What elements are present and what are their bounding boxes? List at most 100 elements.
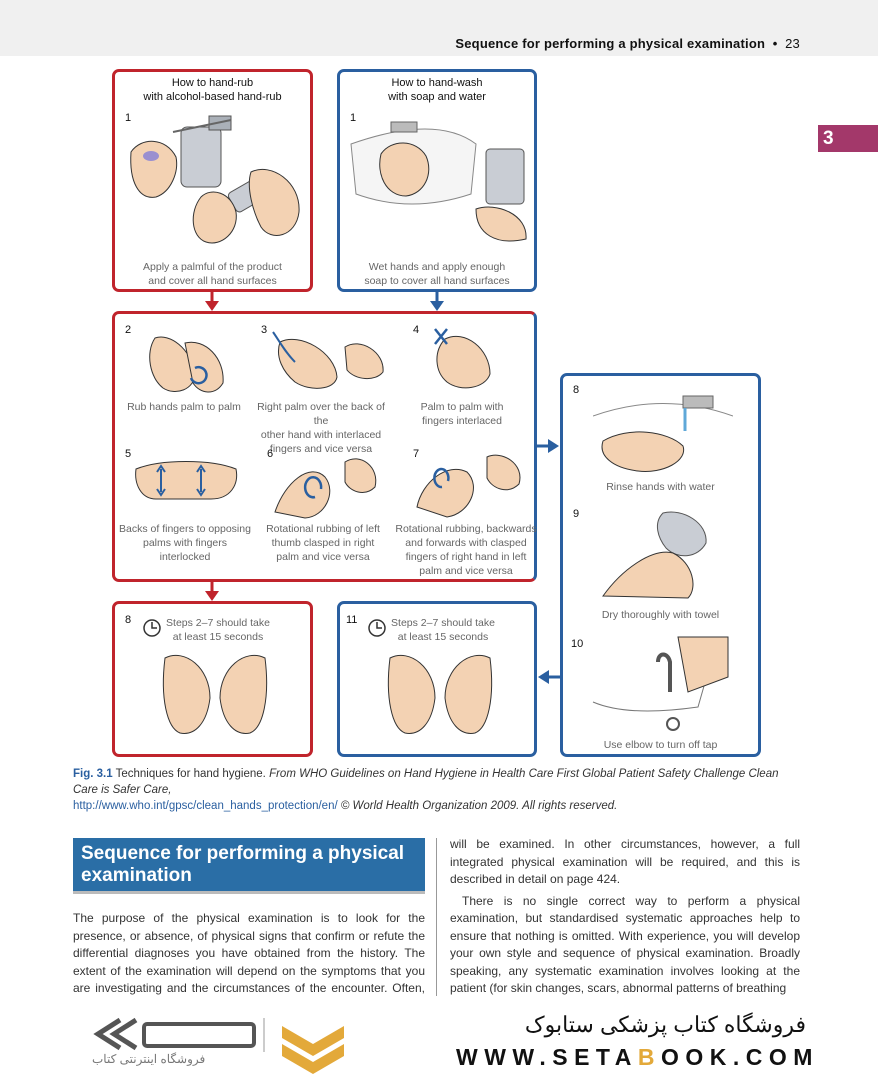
blue-left-arrow [538,670,561,684]
clock-icon [143,619,161,637]
handrub-box: How to hand-rub with alcohol-based hand-… [112,69,313,292]
store-logo-mark [282,1026,344,1074]
step-number: 10 [571,638,584,650]
step-caption: Steps 2–7 should take at least 15 second… [159,616,277,644]
handwash-title: How to hand-wash with soap and water [340,76,534,104]
figure-source: From WHO Guidelines on Hand Hygiene in H… [73,768,779,796]
blue-down-arrow [430,292,444,311]
step-caption: Use elbow to turn off tap [563,738,758,752]
rinse-illustration [593,395,733,472]
caption-line: Rotational rubbing of left [266,523,380,535]
caption-line: Rinse hands with water [606,481,715,493]
caption-line: fingers of right hand in left [405,551,527,563]
running-title: Sequence for performing a physical exami… [455,36,766,51]
step-caption: Right palm over the back of the other ha… [251,400,391,456]
handwash-title-line1: How to hand-wash [391,77,483,89]
step-caption: Rub hands palm to palm [121,400,247,414]
finish-rub-box: 8 Steps 2–7 should take at least 15 seco… [112,601,313,757]
handrub-title-line2: with alcohol-based hand-rub [143,91,282,103]
step-6-illustration [274,458,377,519]
step-caption: Apply a palmful of the product and cover… [115,260,310,288]
handrub-illustration [130,115,300,244]
step-caption: Rotational rubbing, backwards and forwar… [395,522,537,578]
caption-line: Steps 2–7 should take [391,617,495,629]
column-divider [436,838,437,998]
chapter-tab: 3 [818,125,878,152]
step-caption: Rotational rubbing of left thumb clasped… [255,522,391,564]
handwash-title-line2: with soap and water [388,91,486,103]
caption-line: and forwards with clasped [405,537,527,549]
caption-line: soap to cover all hand surfaces [364,275,510,287]
handwash-illustration [350,121,527,242]
elbow-tap-illustration [592,636,729,731]
caption-line: thumb clasped in right [271,537,375,549]
step-4-illustration [434,328,491,389]
site-highlight: B [637,1044,662,1070]
caption-line: at least 15 seconds [397,631,489,643]
step-caption: Dry thoroughly with towel [563,608,758,622]
right-column: will be examined. In other circumstances… [450,836,800,998]
caption-line: fingers interlaced [422,415,502,427]
step-number: 3 [261,324,268,336]
paragraph: will be examined. In other circumstances… [450,837,800,886]
store-logo [93,1017,265,1052]
caption-line: Steps 2–7 should take [166,617,270,629]
caption-line: Rotational rubbing, backwards [395,523,537,535]
step-number: 8 [125,614,132,626]
step-2-illustration [149,336,224,393]
section-heading: Sequence for performing a physical exami… [73,838,425,894]
clean-hands-illustration [387,654,493,734]
step-number: 6 [267,448,274,460]
clock-icon [368,619,386,637]
store-website[interactable]: WWW.SETABOOK.COM [456,1044,819,1071]
caption-line: other hand with interlaced [260,429,382,441]
caption-line: at least 15 seconds [172,631,264,643]
figure-source-link[interactable]: http://www.who.int/gpsc/clean_hands_prot… [73,800,338,812]
step-number: 1 [350,112,357,124]
step-7-illustration [416,454,521,518]
header-bullet: • [772,36,778,51]
step-number: 4 [413,324,420,336]
caption-line: Apply a palmful of the product [143,261,282,273]
caption-line: Right palm over the back of the [257,401,385,427]
caption-line: palm and vice versa [419,565,513,577]
logo-tagline: فروشگاه اینترنتی کتاب [92,1052,206,1066]
step-caption: Palm to palm with fingers interlaced [397,400,527,428]
caption-line: Palm to palm with [420,401,504,413]
caption-line: Wet hands and apply enough [368,261,506,273]
step-caption: Wet hands and apply enough soap to cover… [340,260,534,288]
caption-line: Rub hands palm to palm [127,401,241,413]
page-header: Sequence for performing a physical exami… [0,0,878,56]
site-text: WWW.SETA [456,1044,638,1070]
step-number: 7 [413,448,420,460]
blue-right-arrow [537,439,559,453]
step-number: 9 [573,508,580,520]
handwash-box: How to hand-wash with soap and water 1 W… [337,69,537,292]
caption-line: fingers and vice versa [269,443,373,455]
caption-line: Backs of fingers to opposing [119,523,251,535]
red-down-arrow [205,292,219,311]
site-text: OOK.COM [661,1044,819,1070]
clean-hands-illustration [162,654,268,734]
steps-2-7-box: 2 Rub hands palm to palm 3 Right palm ov… [112,311,537,582]
handrub-title: How to hand-rub with alcohol-based hand-… [115,76,310,104]
caption-line: palm and vice versa [276,551,370,563]
caption-line: palms with fingers interlocked [142,537,228,563]
step-number: 8 [573,384,580,396]
caption-line: Use elbow to turn off tap [603,739,718,751]
red-down-arrow [205,582,219,601]
store-name: فروشگاه کتاب پزشکی ستابوک [524,1012,806,1037]
caption-line: and cover all hand surfaces [148,275,277,287]
step-number: 11 [346,614,358,626]
step-number: 1 [125,112,132,124]
figure-caption: Fig. 3.1 Techniques for hand hygiene. Fr… [73,766,803,814]
rinse-dry-box: 8 Rinse hands with water 9 Dry thoroughl… [560,373,761,757]
paragraph: There is no single correct way to perfor… [450,893,800,996]
step-caption: Steps 2–7 should take at least 15 second… [384,616,502,644]
step-number: 2 [125,324,132,336]
step-number: 5 [125,448,132,460]
step-caption: Rinse hands with water [563,480,758,494]
figure-copyright: © World Health Organization 2009. All ri… [337,800,618,812]
finish-wash-box: 11 Steps 2–7 should take at least 15 sec… [337,601,537,757]
figure-label: Fig. 3.1 [73,768,113,780]
